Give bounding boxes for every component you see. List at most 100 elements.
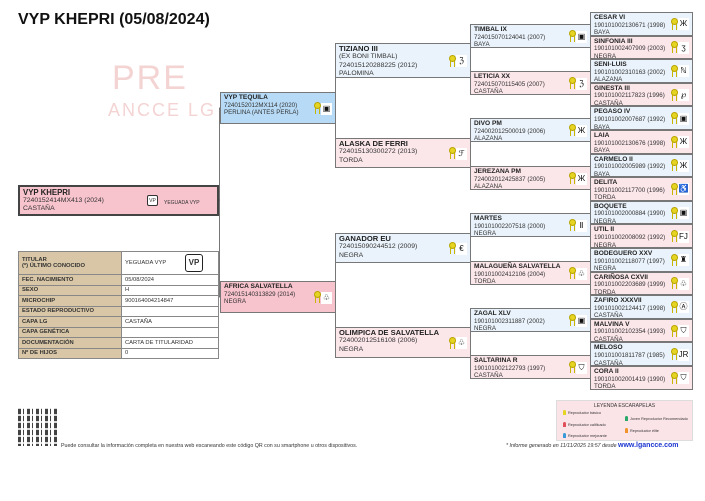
- ribbon-icon: [671, 348, 678, 361]
- ribbon-icon: [671, 277, 678, 290]
- brand-mark-icon: FJ: [678, 230, 689, 243]
- horse-name: DELITA: [594, 179, 618, 187]
- horse-coat: NEGRA: [594, 52, 617, 60]
- horse-id: 724015090244512 (2009): [339, 243, 418, 251]
- info-value: YEGUADA VYP: [121, 251, 219, 275]
- horse-coat: TORDA: [594, 383, 616, 390]
- ribbon-icon: [563, 422, 566, 427]
- connector-line: [219, 199, 220, 298]
- legend-item: Reproductor élite: [625, 428, 659, 433]
- ribbon-icon: [671, 182, 678, 195]
- subject-card[interactable]: VYP KHEPRI 7240152414MX413 (2024) CASTAÑ…: [18, 185, 219, 216]
- horse-id: 190101002102354 (1993): [594, 328, 666, 336]
- horse-coat: PALOMINA: [339, 70, 374, 78]
- horse-coat: BAYA: [594, 147, 610, 154]
- site-link[interactable]: www.lgancce.com: [618, 442, 679, 449]
- ribbon-icon: [449, 54, 456, 67]
- horse-id: 190101002001419 (1990): [594, 375, 666, 383]
- horse-name: TIZIANO III: [339, 44, 378, 53]
- brand-mark-icon: €: [456, 242, 467, 255]
- info-label: DOCUMENTACIÓN: [18, 337, 122, 349]
- horse-coat: NEGRA: [224, 298, 247, 306]
- horse-id: 190101002407909 (2003): [594, 45, 666, 53]
- ribbon-icon: [569, 172, 576, 184]
- brand-mark-icon: ♧: [321, 291, 332, 304]
- brand-mark-icon: ♧: [456, 337, 467, 349]
- horse-coat: ALAZANA: [474, 135, 503, 142]
- horse-id: 190101002207518 (2000): [474, 222, 546, 230]
- horse-name: ALASKA DE FERRI: [339, 139, 408, 148]
- brand-mark-icon: ℨ: [576, 77, 587, 90]
- legend-label: Reproductor calificado: [568, 422, 606, 427]
- legend-label: Reproductor élite: [630, 428, 659, 433]
- horse-coat: BAYA: [474, 41, 490, 48]
- ribbon-icon: [563, 410, 566, 415]
- ribbon-icon: [569, 219, 576, 231]
- horse-coat: NEGRA: [594, 217, 617, 225]
- info-value: 900164004214847: [121, 295, 219, 307]
- info-value: 05/08/2024: [121, 274, 219, 286]
- horse-coat: TORDA: [339, 156, 363, 164]
- subject-id: 7240152414MX413 (2024): [23, 197, 104, 204]
- ribbon-icon: [671, 206, 678, 219]
- brand-mark-icon: Ж: [678, 159, 689, 172]
- horse-id: 7240152012MX114 (2020): [224, 101, 298, 109]
- info-label: TITULAR(*) ÚLTIMO CONOCIDO: [18, 251, 122, 275]
- horse-id: 724015070124041 (2007): [474, 33, 546, 41]
- horse-id: 190101002008092 (1992): [594, 233, 666, 241]
- horse-name: SINFONIA III: [594, 37, 633, 45]
- horse-name: VYP TEQUILA: [224, 94, 268, 101]
- legend-item: Reproductor básico: [563, 410, 601, 415]
- ribbon-icon: [671, 17, 678, 30]
- horse-alias: (EX BONI TIMBAL): [339, 53, 398, 61]
- horse-coat: NEGRA: [594, 241, 617, 248]
- brand-mark-icon: Ⅱ: [576, 219, 587, 232]
- info-label: SEXO: [18, 284, 122, 296]
- ribbon-icon: [671, 112, 678, 125]
- horse-id: 190101002124417 (1998): [594, 304, 666, 312]
- subject-name: VYP KHEPRI: [23, 188, 71, 197]
- horse-name: OLIMPICA DE SALVATELLA: [339, 328, 440, 337]
- qr-code-icon[interactable]: [18, 408, 58, 446]
- horse-id: 724015130300272 (2013): [339, 148, 418, 156]
- ribbon-icon: [449, 147, 456, 159]
- brand-mark-icon: ℘: [678, 89, 689, 102]
- ribbon-icon: [569, 124, 576, 136]
- horse-id: 190101002117700 (1996): [594, 186, 665, 194]
- horse-card[interactable]: TIZIANO III(EX BONI TIMBAL)7240151202882…: [335, 43, 471, 78]
- brand-mark-icon: ♿: [678, 183, 689, 196]
- brand-mark-icon: ⛉: [576, 361, 587, 374]
- ribbon-icon: [671, 324, 678, 337]
- horse-name: JEREZANA PM: [474, 168, 522, 175]
